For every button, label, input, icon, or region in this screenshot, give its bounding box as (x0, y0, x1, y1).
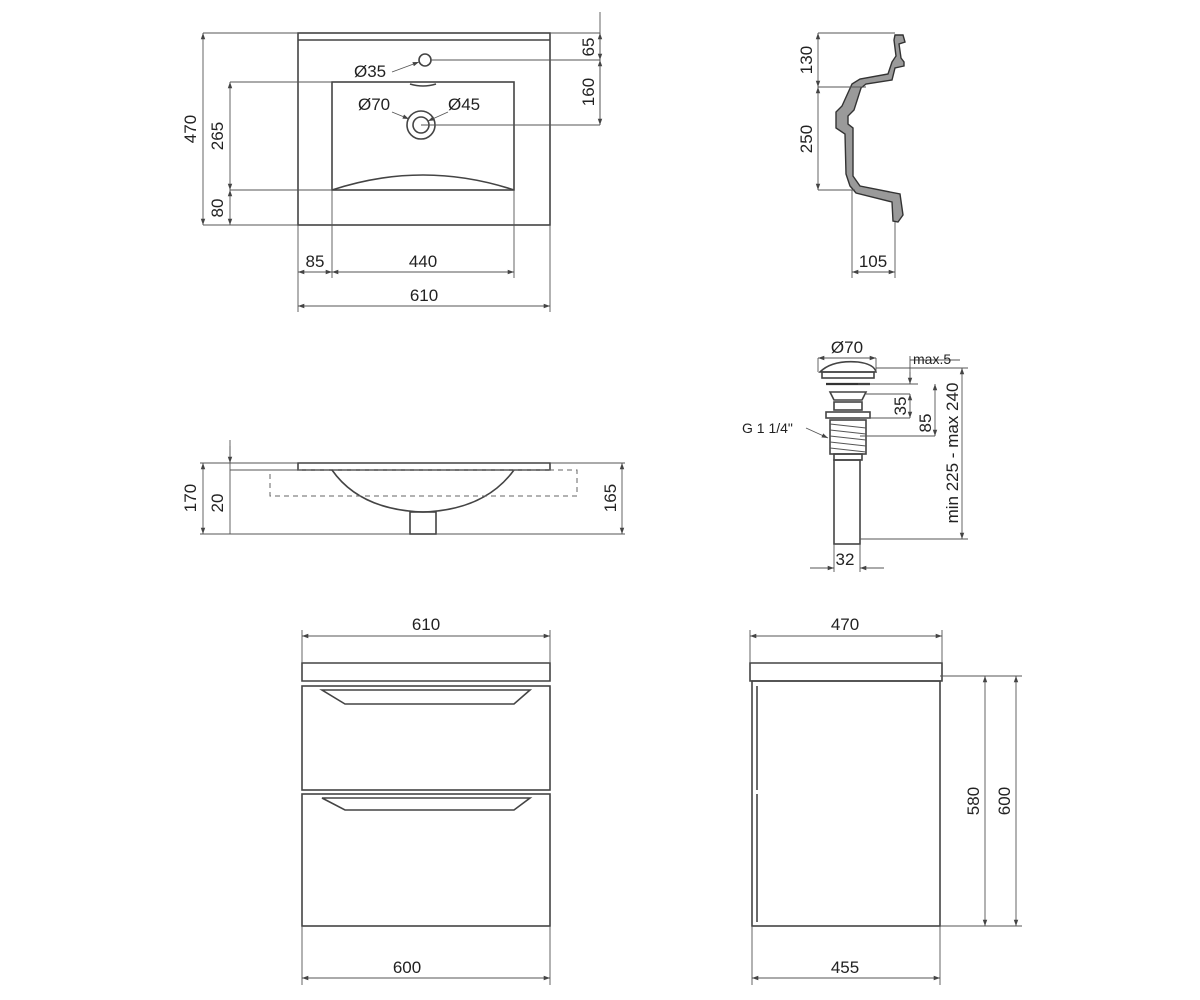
label-tap-to-back: 65 (579, 38, 598, 57)
basin-outline (297, 32, 551, 226)
label-bowl-height: 265 (208, 122, 227, 150)
drain-collar (828, 391, 868, 401)
drawer-bottom-handle (321, 797, 533, 811)
cabinet-countertop (301, 662, 551, 682)
drain-cap-base (821, 371, 875, 379)
label-bowl-width: 440 (409, 252, 437, 271)
label-left-rim: 85 (306, 252, 325, 271)
label-cabinet-top-depth: 470 (831, 615, 859, 634)
label-drain-body: 85 (916, 414, 935, 433)
cabinet-side-view: 470 455 580 600 (749, 615, 1022, 985)
label-height: 470 (181, 115, 200, 143)
basin-drain-stub (409, 511, 437, 535)
label-cabinet-body-height: 580 (964, 787, 983, 815)
leader-thread (805, 427, 829, 439)
bowl-front-curve (331, 174, 515, 191)
label-drain-cap: Ø70 (831, 338, 863, 357)
label-drain-range: min 225 - max 240 (943, 383, 962, 524)
overflow-slot (409, 83, 437, 87)
basin-bowl-section (331, 469, 515, 513)
tap-hole (418, 53, 432, 67)
basin-profile-section (835, 34, 906, 223)
basin-top-view: 470 265 80 65 160 Ø35 Ø70 Ø45 85 440 610 (181, 12, 603, 312)
drain-nut (833, 453, 863, 461)
bowl-outline (331, 81, 515, 191)
label-front-total: 170 (181, 484, 200, 512)
label-drain-neck: 35 (891, 397, 910, 416)
label-drain-gap: max.5 (913, 351, 951, 367)
hidden-cabinet-outline (269, 469, 578, 497)
basin-side-profile: 130 250 105 (797, 32, 906, 278)
cabinet-side-countertop (749, 662, 943, 682)
leader-tap-hole (391, 61, 420, 73)
label-drain-thread: G 1 1/4" (742, 420, 793, 436)
cabinet-drawer-top (301, 685, 551, 791)
label-drain-pipe: 32 (836, 550, 855, 569)
drain-pipe (833, 459, 861, 545)
cabinet-drawer-bottom (301, 793, 551, 927)
label-cabinet-bottom-width: 600 (393, 958, 421, 977)
leader-drain-inner (427, 111, 449, 122)
label-tap-to-drain: 160 (579, 78, 598, 106)
drain-assembly: Ø70 max.5 35 85 min 225 - max 240 G 1 1/… (742, 338, 968, 572)
drain-washer (825, 411, 871, 419)
drawer-top-handle (319, 689, 533, 705)
label-front-rim: 80 (208, 199, 227, 218)
cabinet-side-body (751, 680, 941, 927)
cabinet-front-view: 610 600 (301, 615, 551, 985)
label-cabinet-bottom-depth: 455 (831, 958, 859, 977)
label-front-rim: 20 (208, 494, 227, 513)
label-cabinet-total-height: 600 (995, 787, 1014, 815)
label-drain-inner: Ø45 (448, 95, 480, 114)
basin-slab (297, 462, 551, 471)
label-profile-upper: 130 (797, 46, 816, 74)
label-profile-lower: 250 (797, 125, 816, 153)
basin-front-section: 170 20 165 (181, 440, 625, 535)
drain-cap (818, 360, 878, 373)
label-front-depth: 165 (601, 484, 620, 512)
label-drain-outer: Ø70 (358, 95, 390, 114)
label-total-width: 610 (410, 286, 438, 305)
label-cabinet-top-width: 610 (412, 615, 440, 634)
label-tap-hole: Ø35 (354, 62, 386, 81)
label-profile-depth: 105 (859, 252, 887, 271)
drain-threads (829, 423, 867, 453)
drain-ring (833, 401, 863, 411)
leader-drain-outer (391, 111, 410, 120)
